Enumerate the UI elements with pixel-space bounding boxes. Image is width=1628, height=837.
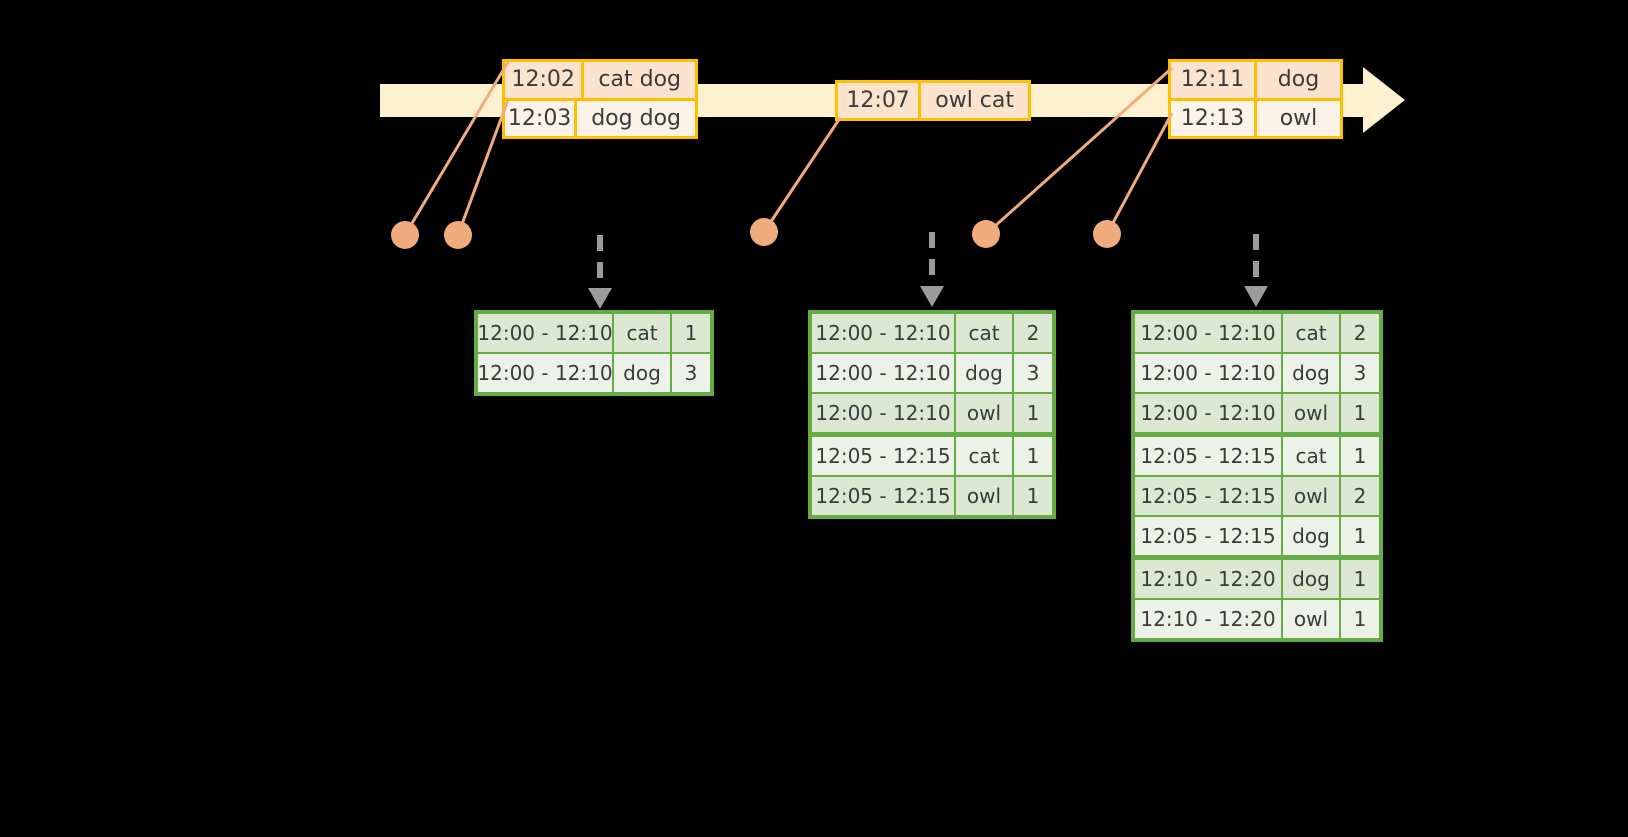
- cell-count: 1: [1341, 560, 1379, 598]
- event-row: 12:07 owl cat: [838, 83, 1028, 118]
- cell-word: owl: [956, 394, 1012, 432]
- event-time: 12:02: [505, 62, 585, 98]
- cell-count: 1: [1341, 394, 1379, 432]
- cell-window: 12:00 - 12:10: [812, 354, 954, 392]
- cell-word: owl: [1283, 394, 1339, 432]
- cell-count: 1: [1014, 437, 1052, 475]
- cell-window: 12:05 - 12:15: [812, 437, 954, 475]
- dot-1202: [391, 221, 419, 249]
- event-words: owl cat: [935, 88, 1014, 113]
- cell-count: 1: [1341, 600, 1379, 638]
- event-time: 12:07: [838, 83, 922, 118]
- cell-word: cat: [1283, 437, 1339, 475]
- cell-window: 12:00 - 12:10: [812, 394, 954, 432]
- cell-count: 3: [672, 354, 710, 392]
- cell-count: 2: [1341, 477, 1379, 515]
- cell-count: 1: [1341, 437, 1379, 475]
- cell-window: 12:05 - 12:15: [1135, 477, 1281, 515]
- event-words: cat dog: [598, 67, 681, 93]
- cell-word: owl: [1283, 600, 1339, 638]
- cell-word: cat: [956, 314, 1012, 352]
- cell-window: 12:10 - 12:20: [1135, 600, 1281, 638]
- cell-window: 12:00 - 12:10: [1135, 314, 1281, 352]
- event-row: 12:11 dog: [1171, 62, 1340, 98]
- dashed-arrow-head-1: [588, 288, 612, 309]
- dot-1213: [1093, 220, 1121, 248]
- dot-1207: [750, 218, 778, 246]
- event-row: 12:02 cat dog: [505, 62, 695, 98]
- cell-word: owl: [1283, 477, 1339, 515]
- cell-word: cat: [956, 437, 1012, 475]
- event-words: dog dog: [591, 105, 681, 131]
- stream-direction-arrow: [1363, 67, 1405, 133]
- cell-count: 1: [672, 314, 710, 352]
- event-group-3[interactable]: 12:11 dog 12:13 owl: [1168, 59, 1343, 139]
- dot-1203: [444, 221, 472, 249]
- cell-window: 12:00 - 12:10: [477, 354, 613, 392]
- event-time: 12:03: [505, 100, 578, 136]
- cell-word: owl: [956, 477, 1012, 515]
- cell-word: dog: [614, 354, 670, 392]
- cell-count: 1: [1014, 394, 1052, 432]
- cell-window: 12:05 - 12:15: [1135, 517, 1281, 555]
- event-group-1[interactable]: 12:02 cat dog 12:03 dog dog: [502, 59, 698, 139]
- cell-word: cat: [614, 314, 670, 352]
- cell-window: 12:05 - 12:15: [1135, 437, 1281, 475]
- cell-window: 12:10 - 12:20: [1135, 560, 1281, 598]
- cell-count: 1: [1341, 517, 1379, 555]
- cell-word: dog: [1283, 354, 1339, 392]
- event-words: owl: [1279, 105, 1318, 131]
- cell-window: 12:05 - 12:15: [812, 477, 954, 515]
- event-time: 12:11: [1171, 62, 1257, 98]
- connector-line-1213: [1105, 112, 1174, 235]
- cell-word: dog: [1283, 560, 1339, 598]
- dashed-arrow-head-3: [1244, 286, 1268, 307]
- cell-window: 12:00 - 12:10: [1135, 354, 1281, 392]
- cell-count: 2: [1014, 314, 1052, 352]
- cell-word: cat: [1283, 314, 1339, 352]
- cell-count: 1: [1014, 477, 1052, 515]
- event-group-2[interactable]: 12:07 owl cat: [835, 80, 1031, 121]
- cell-window: 12:00 - 12:10: [477, 314, 613, 352]
- dot-1211: [972, 220, 1000, 248]
- cell-count: 2: [1341, 314, 1379, 352]
- cell-word: dog: [1283, 517, 1339, 555]
- cell-window: 12:00 - 12:10: [1135, 394, 1281, 432]
- event-row: 12:03 dog dog: [505, 97, 695, 136]
- event-row: 12:13 owl: [1171, 97, 1340, 136]
- event-time: 12:13: [1171, 100, 1257, 136]
- connector-line-1203: [456, 99, 510, 236]
- connector-line-1207: [762, 117, 842, 233]
- cell-count: 3: [1341, 354, 1379, 392]
- dashed-arrow-head-2: [920, 286, 944, 307]
- cell-window: 12:00 - 12:10: [812, 314, 954, 352]
- cell-word: dog: [956, 354, 1012, 392]
- event-words: dog: [1277, 67, 1320, 93]
- cell-count: 3: [1014, 354, 1052, 392]
